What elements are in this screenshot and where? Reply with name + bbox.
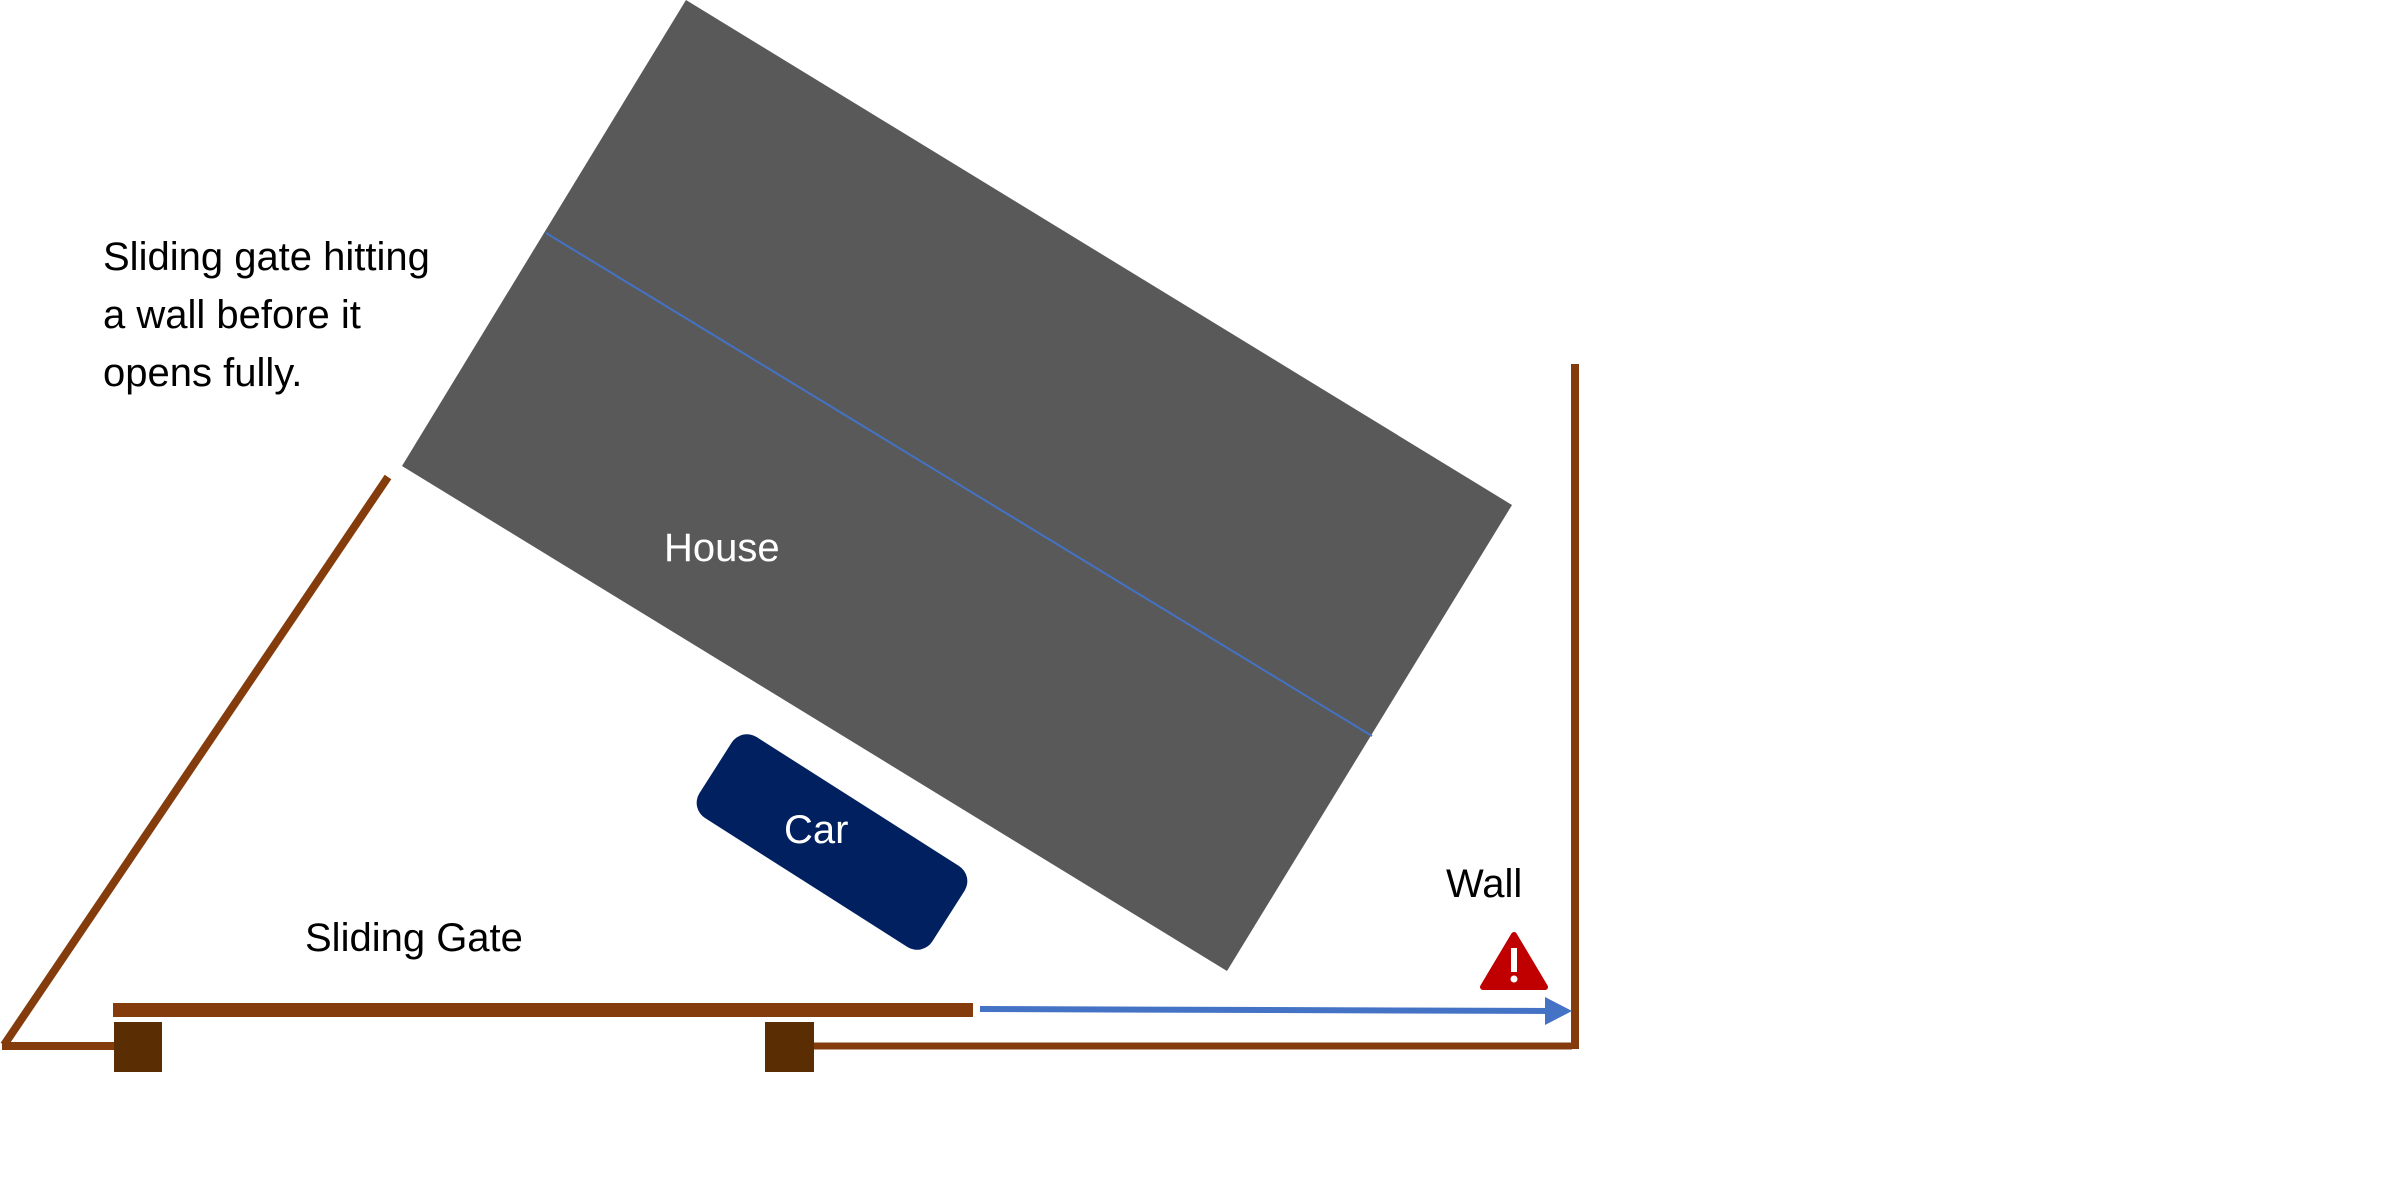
house-roof [402, 0, 1512, 971]
house-label: House [664, 526, 780, 570]
sliding-gate-label: Sliding Gate [305, 916, 523, 960]
diagram-caption: Sliding gate hitting a wall before it op… [103, 228, 523, 402]
sliding-gate-bar [113, 1003, 973, 1017]
caption-line-2: a wall before it [103, 293, 361, 337]
arrow-right-icon [979, 997, 1572, 1025]
wall-label: Wall [1446, 862, 1523, 906]
left-boundary-fence [0, 474, 392, 1048]
car-body [696, 734, 968, 950]
house-ridge-line [545, 232, 1373, 737]
warning-triangle-icon [1480, 932, 1548, 990]
gate-post-left [114, 1022, 162, 1072]
caption-line-3: opens fully. [103, 351, 303, 395]
caption-line-1: Sliding gate hitting [103, 235, 430, 279]
car-label: Car [784, 808, 849, 852]
gate-post-right [765, 1022, 814, 1072]
